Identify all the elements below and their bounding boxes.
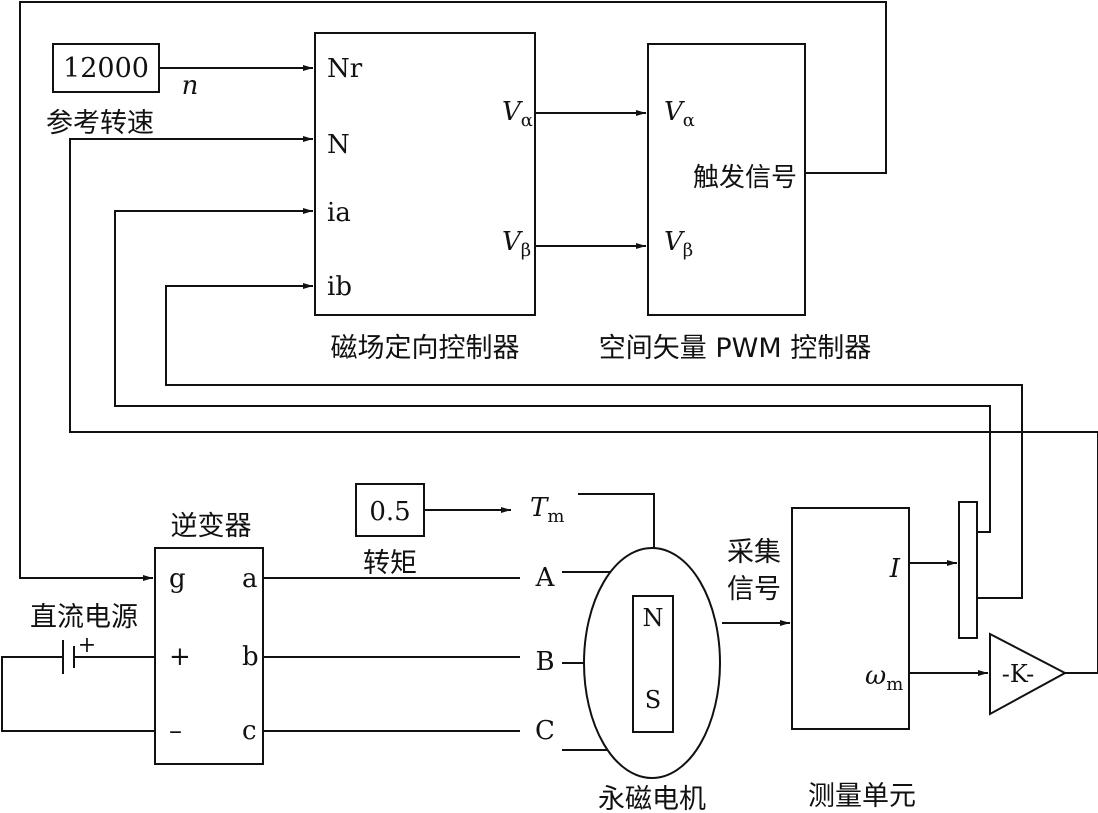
- foc-input-ib: ib: [327, 272, 352, 302]
- foc-input-nr: Nr: [327, 54, 363, 84]
- inverter-port-c: c: [242, 716, 257, 746]
- inverter-title: 逆变器: [171, 511, 252, 542]
- ia-feedback-line: [114, 208, 991, 533]
- foc-controller-block: [314, 32, 536, 316]
- svpwm-output-trigger: 触发信号: [693, 163, 797, 193]
- motor-title: 永磁电机: [598, 784, 706, 813]
- inverter-port-plus: +: [169, 642, 191, 672]
- torque-to-motor-line: [578, 493, 655, 548]
- ib-feedback-line: [165, 283, 1023, 599]
- gain-block: [989, 632, 1068, 716]
- demux-bar: [958, 501, 978, 639]
- svpwm-controller-title: 空间矢量 PWM 控制器: [599, 333, 871, 364]
- foc-output-valpha: Vα: [502, 97, 533, 131]
- inverter-port-b: b: [242, 642, 259, 672]
- foc-input-n: N: [327, 130, 350, 160]
- collect-label-line2: 信号: [727, 574, 781, 605]
- reference-speed-value: 12000: [63, 53, 149, 84]
- foc-controller-title: 磁场定向控制器: [331, 333, 520, 364]
- dc-source-negative-line: [1, 656, 155, 732]
- torque-block: [355, 483, 425, 537]
- speed-signal-label: n: [182, 71, 199, 101]
- reference-speed-label: 参考转速: [46, 108, 154, 139]
- inverter-port-a: a: [242, 564, 258, 594]
- rotor-south: S: [645, 686, 661, 714]
- foc-input-ia: ia: [327, 198, 351, 228]
- dc-source-title: 直流电源: [30, 602, 138, 633]
- measurement-output-current: I: [889, 554, 901, 584]
- measurement-output-speed: ωm: [865, 661, 903, 695]
- torque-value: 0.5: [369, 497, 410, 527]
- speed-feedback-line: [69, 136, 1098, 673]
- battery-plus-sign: +: [78, 633, 96, 658]
- measurement-unit-block: [791, 507, 910, 730]
- motor-phase-a: A: [535, 563, 556, 593]
- foc-output-vbeta: Vβ: [502, 227, 531, 261]
- svpwm-input-vbeta: Vβ: [664, 227, 693, 261]
- gain-label: -K-: [1002, 660, 1034, 688]
- trigger-signal-line: [19, 1, 887, 581]
- motor-phase-b: B: [535, 647, 554, 677]
- torque-label: 转矩: [363, 548, 417, 579]
- motor-phase-c: C: [535, 716, 555, 746]
- inverter-port-minus: –: [169, 716, 182, 746]
- rotor-north: N: [643, 604, 664, 632]
- reference-speed-block: [52, 43, 160, 93]
- motor-rotor: [632, 595, 674, 733]
- torque-signal-label: Tm: [530, 493, 564, 527]
- measurement-unit-title: 测量单元: [808, 781, 916, 812]
- inverter-port-g: g: [169, 564, 186, 594]
- svpwm-controller-block: [647, 43, 806, 316]
- svpwm-input-valpha: Vα: [664, 97, 695, 131]
- collect-label-line1: 采集: [727, 537, 781, 568]
